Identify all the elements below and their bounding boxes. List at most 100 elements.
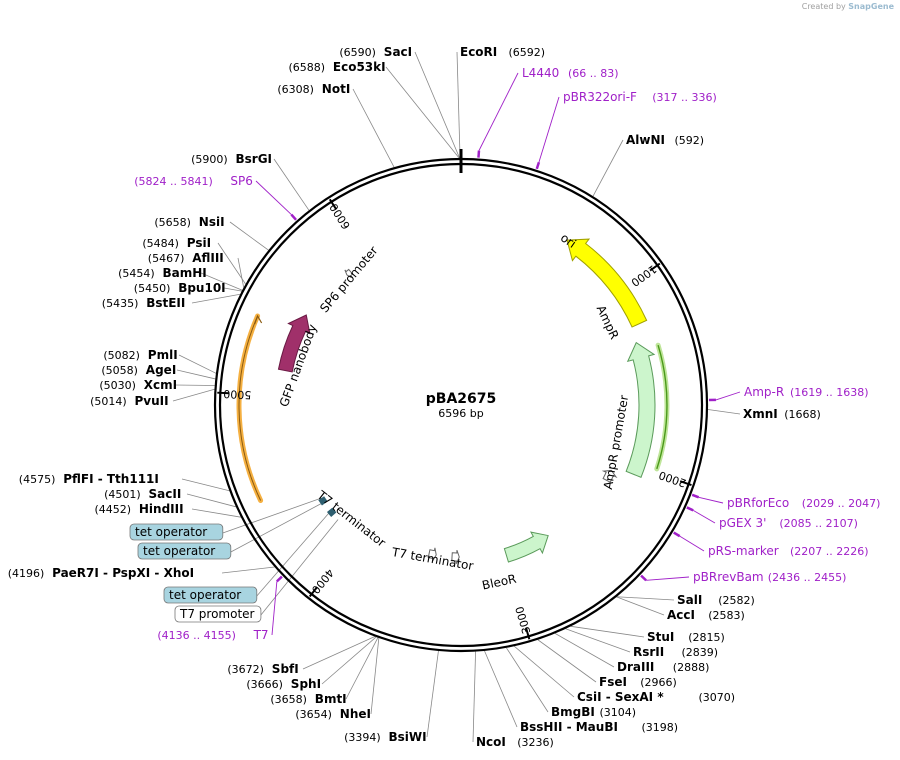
site-name: BamHI [163,266,207,280]
site-position: (5014) [90,395,127,408]
site-name: HindIII [139,502,184,516]
gfp-region-arc-core [238,315,262,501]
site-leader-line [186,493,237,508]
label-leader-line [222,497,322,534]
restriction-site: (5484)PsiI [142,236,211,250]
site-leader-line [273,158,310,211]
primer-leader-line [715,391,741,401]
site-name: NotI [322,82,351,96]
tick-label: 5000 [223,387,252,401]
feature-gfp-nanobody [277,314,311,373]
site-name: AflIII [192,251,224,265]
tick-mark [308,586,318,598]
snapgene-credit: Created by SnapGene [802,2,894,11]
site-name: BsrGI [236,152,273,166]
primer-name: T7 [253,628,269,642]
tick-mark [649,262,661,272]
site-name: SphI [291,677,321,691]
site-leader-line [237,257,245,288]
primer: pBRforEco(2029 .. 2047) [691,493,880,510]
primer: T7(4136 .. 4155) [157,575,283,642]
tick-mark [525,627,531,640]
label-text: T7 promoter [179,607,255,621]
site-leader-line [570,625,645,638]
site-name: PmlI [148,348,178,362]
site-name: SacII [149,487,182,501]
label-leader-line [230,501,325,553]
restriction-site: (5454) BamHI [118,266,207,280]
primer-range: (66 .. 83) [568,67,619,80]
site-name: NsiI [199,215,225,229]
site-name: SalI [677,593,702,607]
site-name: BmtI [315,692,347,706]
label-text: tet operator [169,588,241,602]
site-leader-line [345,637,379,700]
restriction-site: (6308)NotI [277,82,350,96]
site-name: SbfI [272,662,299,676]
restriction-site: (5450)Bpu10I [134,281,226,295]
feature-t7-terminator [451,549,460,564]
site-position: (5454) [118,267,155,280]
primer: pBRrevBam(2436 .. 2455) [640,570,846,584]
primer-range: (1619 .. 1638) [790,386,869,399]
feature-label: AmpR [594,303,622,341]
feature-ampr-promoter [601,469,618,483]
site-name: DraIII [617,660,654,674]
restriction-site: (2839)RsrII [633,645,718,659]
site-position: (6590) [339,46,376,59]
tet-operator-bar [318,496,328,506]
primer-binding-mark [640,574,647,582]
site-name: NheI [340,707,371,721]
primer-name: L4440 [522,66,559,80]
site-leader-line [321,636,377,685]
site-position: (5658) [154,216,191,229]
restriction-site: (2583)AccI [667,608,745,622]
site-name: NcoI [476,735,506,749]
restriction-site: (5467) AflIII [148,251,224,265]
site-leader-line [221,566,275,574]
primer: L4440 (66 .. 83) [477,66,619,158]
restriction-site: (4575)PflFI - Tth111I [19,472,159,486]
site-position: (5030) [99,379,136,392]
restriction-site: (3658)BmtI [270,692,346,706]
site-leader-line [385,66,460,159]
snapgene-logo: SnapGene [848,2,894,11]
gfp-region-arc-head [254,314,263,325]
primer-binding-mark [686,506,694,512]
label-box [137,542,232,560]
restriction-site: (3672) SbfI [227,662,298,676]
site-position: (5082) [103,349,140,362]
site-name: FseI [599,675,627,689]
feature-label: AmpR promoter [601,394,631,490]
site-name: AgeI [146,363,176,377]
primer-annotations: L4440(66 .. 83)pBR322ori-F(317 .. 336)SP… [134,66,880,642]
site-leader-line [472,651,476,743]
primer-leader-line [698,496,724,504]
annotation-arcs [236,313,670,503]
site-leader-line [191,293,241,304]
site-leader-line [178,354,217,374]
site-name: BstEII [146,296,185,310]
restriction-site: (5058) AgeI [101,363,176,377]
ampr-region-arc-core [656,344,668,470]
plasmid-name: pBA2675 [426,391,497,407]
site-position: (3672) [227,663,264,676]
label-leader-line [260,519,339,616]
primer-name: pBRforEco [727,496,789,510]
site-name: BssHII - MauBI [520,720,618,734]
site-position: (5467) [148,252,185,265]
restriction-site: (6588)Eco53kI [289,60,386,74]
credit-prefix: Created by [801,2,846,11]
primer: pRS-marker(2207 .. 2226) [673,531,869,558]
site-name: SacI [384,45,412,59]
site-name: Bpu10I [178,281,225,295]
restriction-site: (3104)BmgBI [551,705,636,719]
site-position: (5058) [101,364,138,377]
primer-leader-line [538,96,560,163]
restriction-site: (4452)HindIII [95,502,184,516]
tick-mark [328,198,338,210]
tick-mark [679,480,692,487]
restriction-site: (4196)PaeR7I - PspXI - XhoI [8,566,194,580]
